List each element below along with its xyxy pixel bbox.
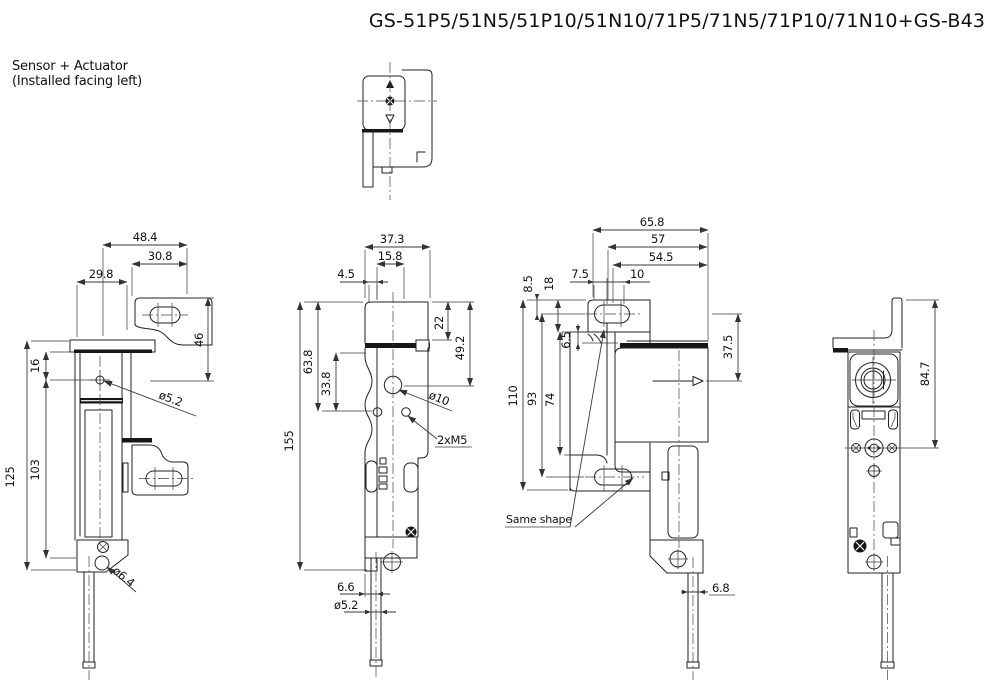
dim-6-8: 6.8 [712,581,729,595]
dim-37-5: 37.5 [721,335,735,359]
dim-2xm5: 2xM5 [437,433,467,447]
indicator-window [861,410,886,420]
dim-54-5: 54.5 [649,250,673,264]
top-view-notch [416,151,426,163]
dim-48-4: 48.4 [133,230,157,244]
dim-155: 155 [282,430,296,451]
dim-22: 22 [432,316,446,330]
side-view: 37.3 15.8 4.5 63.8 33.8 155 22 49.2 ø10 … [282,232,474,678]
dim-30-8: 30.8 [148,249,172,263]
bottom-block [649,539,704,574]
screw-icon [887,443,897,453]
dim-63-8: 63.8 [301,350,315,374]
same-shape-label: Same shape [506,513,572,526]
sensor-body [614,347,709,443]
actuator-rod [687,572,699,663]
dim-4-5: 4.5 [337,267,354,281]
actuator-boot [667,445,699,539]
sensor-head [364,301,429,344]
dim-18: 18 [542,277,556,291]
actuator-channel [84,409,113,538]
bracket-lower-arm [131,444,189,496]
dim-33-8: 33.8 [319,372,333,396]
dim-57: 57 [651,232,665,246]
note-line1: Sensor + Actuator [12,59,129,74]
dim-10: 10 [630,267,644,281]
m5-hole [401,407,411,417]
top-view [357,62,437,200]
bracket-edge [891,297,903,349]
latch-notch [415,339,430,352]
rotated-side-view: 65.8 57 54.5 7.5 10 8.5 18 6.5 110 93 [505,215,742,680]
actuator-boot [364,347,373,538]
dim-84-7: 84.7 [918,362,932,386]
dim-dia-6-4: ø6.4 [110,564,137,590]
top-view-mount-surface [362,129,403,133]
travel-arrow-icon [692,376,704,386]
dim-74: 74 [543,393,557,407]
dim-110: 110 [506,385,520,406]
top-view-tab [372,166,393,174]
actuator-rod [370,557,382,661]
dim-29-8: 29.8 [89,267,113,281]
bracket-upper-arm [134,297,213,346]
dim-49-2: 49.2 [453,336,467,360]
dim-15-8: 15.8 [378,249,402,263]
front-view: 48.4 30.8 29.8 46 16 103 125 ø5.2 ø6.4 [3,230,214,680]
note-line2: (Installed facing left) [12,74,142,89]
dim-dia-10: ø10 [427,388,452,409]
bottom-block [76,539,129,573]
dim-37-3: 37.3 [380,232,404,246]
sensor-body [74,351,132,541]
body-right-edge [417,347,429,538]
dim-6-5: 6.5 [559,331,573,348]
dim-103: 103 [28,459,42,480]
rear-view: 84.7 [832,297,939,680]
top-view-body [362,75,406,131]
bracket-upper-arm [587,299,651,344]
dim-46: 46 [192,333,206,347]
top-view-bracket-edge [362,132,374,188]
actuator-rod [83,571,95,663]
top-view-plate [372,69,433,168]
bottom-block [364,536,418,559]
hole-6-4 [94,555,110,571]
dim-93: 93 [525,392,539,406]
dim-16: 16 [28,359,42,373]
screw-icon [851,443,861,453]
actuator-rod [881,572,894,663]
dim-7-5: 7.5 [571,267,588,281]
drawing-title: GS-51P5/51N5/51P10/51N10/71P5/71N5/71P10… [369,10,985,32]
dim-dia-5-2-rod: ø5.2 [334,598,358,612]
dim-125: 125 [3,466,17,487]
m5-hole [372,407,383,417]
bracket-lower-arm [569,454,651,492]
dim-6-6: 6.6 [337,580,354,594]
dim-8-5: 8.5 [521,275,535,292]
dim-65-8: 65.8 [640,215,664,229]
screw-icon [97,541,109,553]
